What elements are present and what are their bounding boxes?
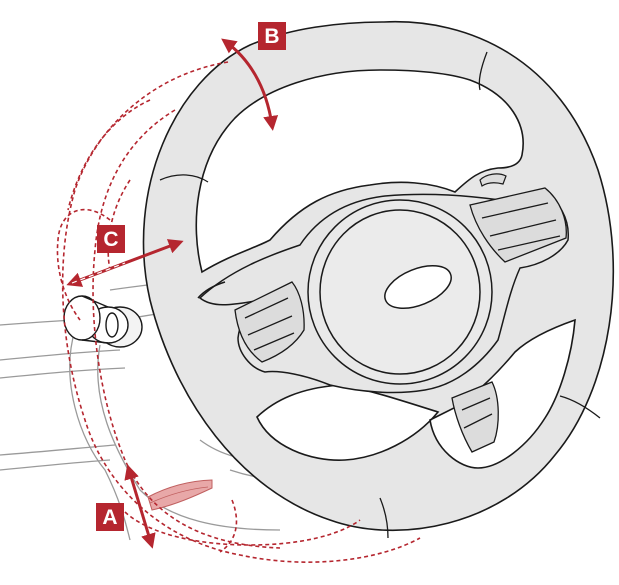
lower-switch-pad (451, 381, 499, 453)
motion-paths (56, 61, 421, 563)
paddle-shifter (479, 173, 507, 187)
tilt-lever (147, 479, 213, 511)
arrow-c-column (66, 239, 184, 287)
stalk-cylinder (63, 295, 143, 348)
label-a: A (96, 503, 124, 531)
left-switch-pad (234, 281, 305, 363)
label-c: C (97, 225, 125, 253)
label-b: B (258, 22, 286, 50)
right-switch-pad (469, 187, 567, 263)
arrow-b-telescopic (221, 38, 279, 131)
arrow-a-tilt (124, 464, 156, 549)
